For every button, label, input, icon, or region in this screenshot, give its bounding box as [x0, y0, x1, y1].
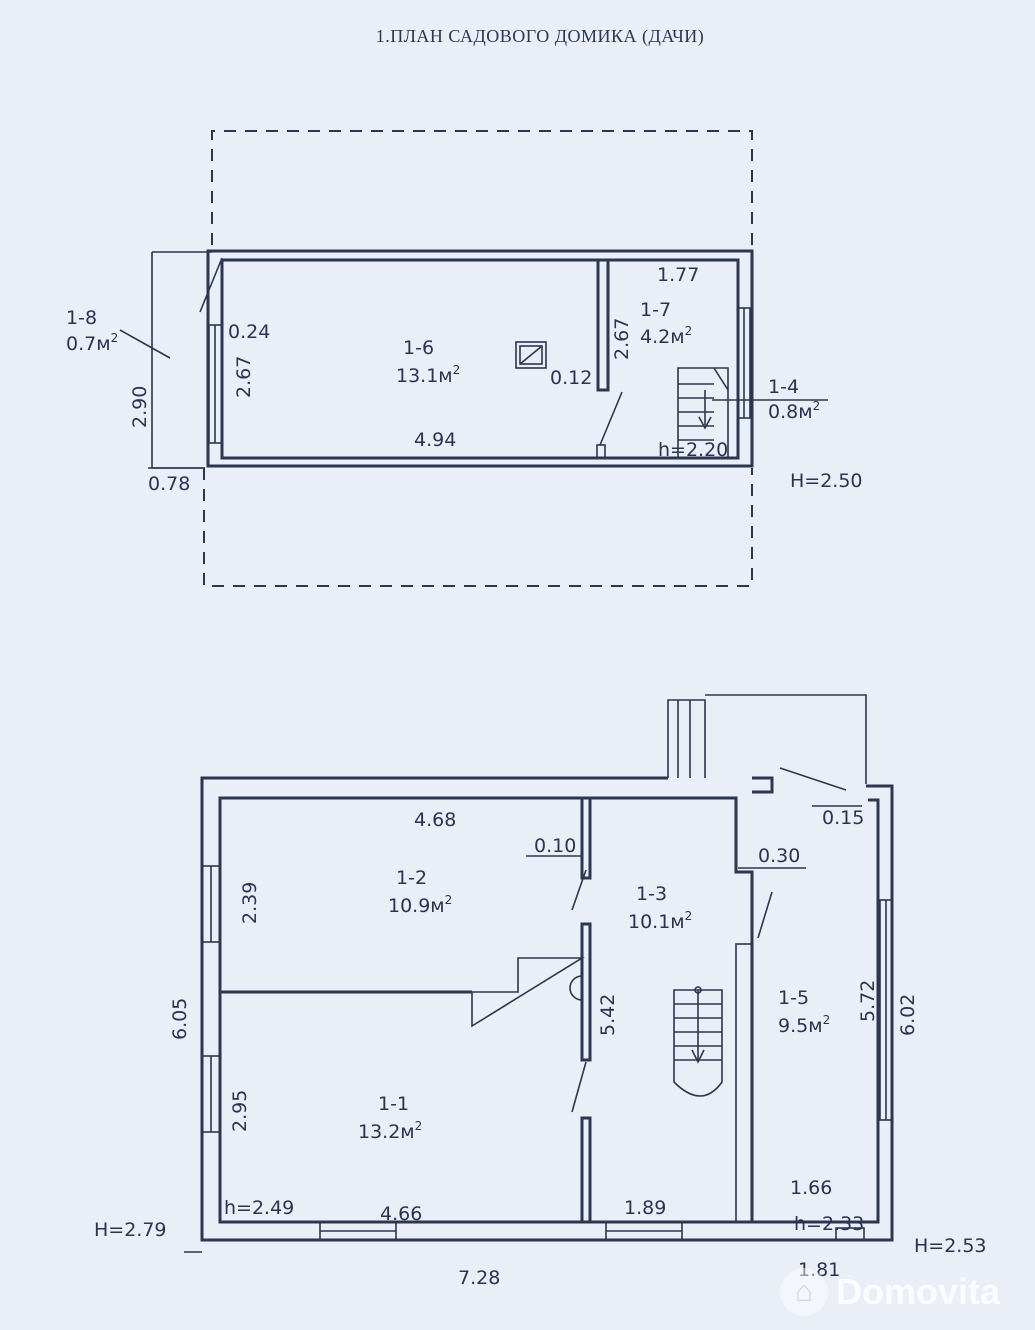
dim-wall-thickness: 0.24 — [228, 321, 270, 343]
dim-room-1-1-height: h=2.49 — [224, 1197, 294, 1219]
porch-outline — [705, 694, 867, 784]
dim-room-width: 2.67 — [233, 356, 255, 398]
dim-overall-length: 7.28 — [458, 1267, 500, 1289]
room-label-1-2: 1-2 — [396, 867, 427, 889]
dim-wall-thickness: 0.30 — [758, 845, 800, 867]
dim-room-1-5-height: h=2.33 — [794, 1213, 864, 1235]
upper-floor-plan: 1-8 0.7м2 0.24 2.67 2.90 0.78 1-6 13.1м2… — [66, 130, 863, 587]
partition-wall — [596, 258, 610, 392]
roof-outline-top — [211, 130, 753, 255]
lower-floor-plan: 4.68 0.10 0.30 0.15 2.39 6.05 5.42 5.72 … — [94, 694, 987, 1289]
porch-steps — [667, 699, 706, 778]
partition-wall — [735, 943, 753, 1223]
room-area-1-4: 0.8м2 — [768, 399, 820, 423]
dim-room-1-2-width: 2.39 — [239, 882, 261, 924]
dim-room-1-5-depth: 5.72 — [857, 980, 879, 1022]
dim-floor-height: H=2.50 — [790, 470, 863, 492]
door-swing — [199, 257, 223, 313]
dim-room-1-1-length: 4.66 — [380, 1203, 422, 1225]
inner-wall — [218, 796, 754, 1224]
dim-balcony-width: 0.78 — [148, 473, 190, 495]
room-label-1-7: 1-7 — [640, 299, 671, 321]
outer-wall — [206, 249, 754, 468]
chimney — [515, 341, 547, 369]
room-label-1-6: 1-6 — [403, 337, 434, 359]
roof-outline-bottom — [203, 468, 753, 587]
partition-wall — [580, 796, 592, 880]
door-swing — [599, 391, 623, 446]
room-area-1-1: 13.2м2 — [358, 1119, 422, 1143]
dim-floor-height-right: H=2.53 — [914, 1235, 987, 1257]
dim-overall-depth: 6.05 — [169, 998, 191, 1040]
dim-room-1-7-width: 2.67 — [611, 318, 633, 360]
inner-wall — [220, 258, 740, 460]
door-swing — [757, 891, 773, 939]
dim-room-1-5-length: 1.66 — [790, 1177, 832, 1199]
room-label-1-4: 1-4 — [768, 376, 799, 398]
dim-room-1-5-outer-depth: 6.02 — [897, 994, 919, 1036]
dim-partition-thickness: 0.12 — [550, 367, 592, 389]
door-swing — [571, 869, 587, 911]
room-label-1-1: 1-1 — [378, 1093, 409, 1115]
dim-room-1-1-width: 2.95 — [229, 1090, 251, 1132]
room-area-1-3: 10.1м2 — [628, 909, 692, 933]
dim-room-1-3-depth: 5.42 — [597, 994, 619, 1036]
watermark: ⌂ Domovita — [780, 1268, 1000, 1316]
dim-stair-height: h=2.20 — [658, 439, 728, 461]
watermark-text: Domovita — [836, 1271, 1001, 1312]
room-label-1-5: 1-5 — [778, 987, 809, 1009]
dim-overall-width: 2.90 — [129, 386, 151, 428]
stair-landing — [471, 957, 585, 1028]
room-area-1-8: 0.7м2 — [66, 331, 118, 355]
staircase — [677, 367, 729, 459]
dim-room-length: 4.94 — [414, 429, 456, 451]
domovita-logo-icon: ⌂ — [780, 1268, 828, 1316]
room-label-1-3: 1-3 — [636, 883, 667, 905]
room-label-1-8: 1-8 — [66, 307, 97, 329]
room-area-1-5: 9.5м2 — [778, 1013, 830, 1037]
dim-room-1-2-length: 4.68 — [414, 809, 456, 831]
door-swing — [571, 1061, 587, 1113]
page-title: 1.ПЛАН САДОВОГО ДОМИКА (ДАЧИ) — [375, 26, 705, 46]
dim-entry-wall: 0.15 — [822, 807, 864, 829]
balcony-outline — [151, 251, 212, 469]
room-area-1-2: 10.9м2 — [388, 893, 452, 917]
room-area-1-6: 13.1м2 — [396, 363, 460, 387]
dim-partition-thickness: 0.10 — [534, 835, 576, 857]
staircase — [673, 989, 723, 1097]
dim-floor-height-left: H=2.79 — [94, 1219, 167, 1241]
outer-wall — [200, 776, 752, 1242]
entry-door-swing — [779, 767, 847, 791]
room-area-1-7: 4.2м2 — [640, 324, 692, 348]
dim-room-1-3-length: 1.89 — [624, 1197, 666, 1219]
dim-room-1-5-outer-length: 1.81 — [798, 1259, 840, 1281]
dim-room-1-7-length: 1.77 — [657, 264, 699, 286]
